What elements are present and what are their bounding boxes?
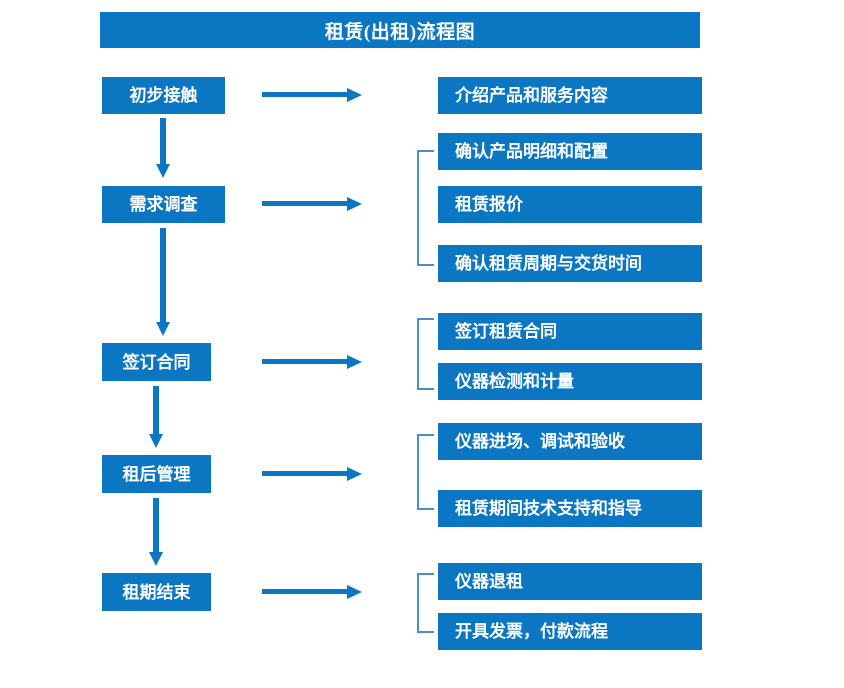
detail-box-3-label: 租赁报价 [455,195,523,214]
stage-box-2[interactable]: 需求调查 [102,186,225,223]
page-title: 租赁(出租)流程图 [324,21,476,43]
stage-box-1[interactable]: 初步接触 [102,77,225,114]
detail-box-9[interactable]: 仪器退租 [438,563,702,600]
flowchart-title-banner: 租赁(出租)流程图 [100,12,700,48]
detail-box-8-label: 租赁期间技术支持和指导 [455,499,642,518]
horizontal-arrow-2-icon [262,196,364,212]
detail-box-5[interactable]: 签订租赁合同 [438,313,702,350]
stage-box-5-label: 租期结束 [122,582,191,602]
detail-box-3[interactable]: 租赁报价 [438,186,702,223]
detail-box-4-label: 确认租赁周期与交货时间 [455,254,642,273]
detail-box-6[interactable]: 仪器检测和计量 [438,363,702,400]
detail-box-5-label: 签订租赁合同 [455,322,557,341]
vertical-arrow-2-icon [155,228,171,338]
horizontal-arrow-1-icon [262,87,364,103]
bracket-group-4-icon [415,434,435,510]
horizontal-arrow-4-icon [262,466,364,482]
vertical-arrow-4-icon [148,498,164,568]
stage-box-2-label: 需求调查 [129,195,198,214]
detail-box-4[interactable]: 确认租赁周期与交货时间 [438,245,702,282]
detail-box-2[interactable]: 确认产品明细和配置 [438,133,702,170]
detail-box-8[interactable]: 租赁期间技术支持和指导 [438,490,702,527]
bracket-group-5-icon [415,573,435,633]
vertical-arrow-1-icon [155,118,171,180]
stage-box-3[interactable]: 签订合同 [102,343,211,381]
detail-box-7-label: 仪器进场、调试和验收 [455,432,625,451]
horizontal-arrow-3-icon [262,354,364,370]
detail-box-7[interactable]: 仪器进场、调试和验收 [438,423,702,460]
detail-box-6-label: 仪器检测和计量 [455,372,574,391]
stage-box-4[interactable]: 租后管理 [102,455,211,493]
detail-box-10-label: 开具发票，付款流程 [455,622,608,641]
detail-box-10[interactable]: 开具发票，付款流程 [438,613,702,650]
detail-box-2-label: 确认产品明细和配置 [455,142,608,161]
horizontal-arrow-5-icon [262,584,364,600]
bracket-group-2-icon [415,150,435,266]
detail-box-1-label: 介绍产品和服务内容 [455,86,608,105]
detail-box-1[interactable]: 介绍产品和服务内容 [438,77,702,114]
stage-box-1-label: 初步接触 [129,86,198,105]
vertical-arrow-3-icon [148,386,164,450]
stage-box-4-label: 租后管理 [122,464,191,484]
stage-box-5[interactable]: 租期结束 [102,573,211,611]
bracket-group-3-icon [415,318,435,390]
detail-box-9-label: 仪器退租 [455,572,523,591]
stage-box-3-label: 签订合同 [122,352,191,372]
